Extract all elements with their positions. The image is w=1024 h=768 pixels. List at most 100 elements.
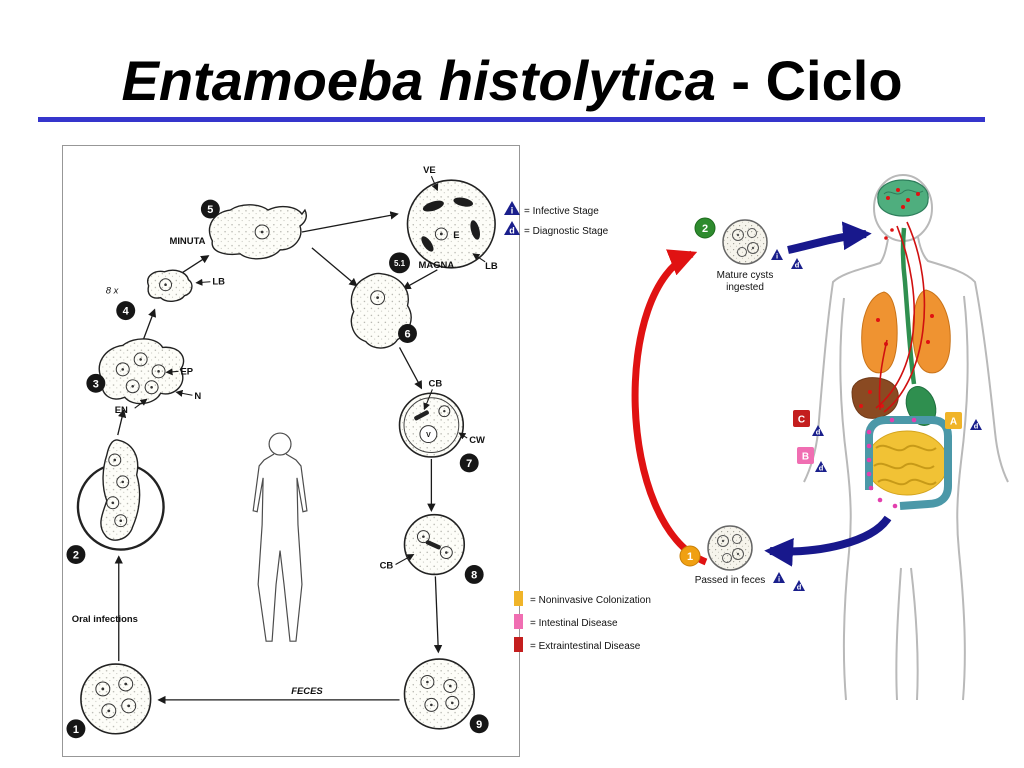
stage-2-i-triangle: i <box>771 249 783 261</box>
stage-2-badge: 2 <box>694 217 716 239</box>
title-suffix: - Ciclo <box>715 49 903 112</box>
svg-text:d: d <box>819 464 824 473</box>
svg-text:5: 5 <box>207 204 213 216</box>
amoeba-speck <box>884 236 888 240</box>
svg-text:A: A <box>950 417 957 428</box>
stage-marker-5: 5 <box>200 199 220 219</box>
stage-9-cyst <box>403 658 475 730</box>
human-body-outline <box>803 174 1009 701</box>
stomach <box>905 386 937 426</box>
legend-extraintestinal: = Extraintestinal Disease <box>514 637 641 652</box>
stage-6-amoeba <box>350 272 412 349</box>
human-figure <box>252 432 308 642</box>
slide-title: Entamoeba histolytica - Ciclo <box>0 48 1024 113</box>
svg-text:4: 4 <box>123 306 130 318</box>
stage-7-cyst: V CB CW <box>398 378 485 458</box>
magna-label: MAGNA <box>419 260 455 271</box>
liver <box>851 377 899 419</box>
stage-5-minuta: MINUTA <box>169 204 307 260</box>
stage-8-cyst: CB <box>380 513 466 576</box>
mature-cysts-line1: Mature cysts <box>717 270 774 281</box>
svg-text:1: 1 <box>687 551 693 563</box>
svg-text:5.1: 5.1 <box>394 259 406 268</box>
n-label: N <box>194 391 201 402</box>
e-label: E <box>453 230 459 241</box>
v-label: V <box>426 432 431 439</box>
stage-marker-1: 1 <box>66 719 86 739</box>
stage-marker-3: 3 <box>86 373 106 393</box>
legend-intestinal: = Intestinal Disease <box>514 614 618 629</box>
svg-text:i: i <box>776 252 778 261</box>
feces-label: FECES <box>291 686 323 697</box>
cw-label: CW <box>469 435 485 446</box>
stage-2-trophozoite <box>76 439 165 551</box>
diagnostic-stage-label: = Diagnostic Stage <box>524 226 609 237</box>
svg-text:B: B <box>802 452 809 463</box>
stage-51-magna: E VE LB MAGNA <box>406 165 498 272</box>
svg-text:d: d <box>797 583 802 592</box>
site-marker-B: B d <box>797 447 827 473</box>
amoeba-speck <box>890 228 894 232</box>
minuta-label: MINUTA <box>169 236 205 247</box>
svg-text:= Intestinal Disease: = Intestinal Disease <box>530 618 618 629</box>
diagnostic-stage-legend-item: d = Diagnostic Stage <box>504 221 609 237</box>
stage-marker-6: 6 <box>398 324 417 343</box>
svg-text:d: d <box>509 226 515 236</box>
cycle-arrow-red <box>631 249 708 566</box>
stage-1-d-triangle: d <box>793 580 805 592</box>
svg-text:d: d <box>795 261 800 270</box>
svg-text:C: C <box>798 415 805 426</box>
stage-1-i-triangle: i <box>773 572 785 584</box>
magnification-label: 8 x <box>106 286 119 297</box>
oral-infections-label: Oral infections <box>72 614 138 625</box>
legend-noninvasive: = Noninvasive Colonization <box>514 591 651 606</box>
en-label: EN <box>115 405 128 416</box>
cycle-arrows <box>114 211 443 705</box>
stage-4-amoeba: 8 x LB <box>106 269 225 302</box>
stage-3-amoeba <box>98 338 185 405</box>
infective-stage-label: = Infective Stage <box>524 206 599 217</box>
svg-text:8: 8 <box>471 569 477 581</box>
infective-triangle-icon <box>504 201 520 215</box>
lb-minuta-label: LB <box>212 277 225 288</box>
svg-text:7: 7 <box>466 458 472 470</box>
stage-3-labels: EP N EN <box>115 366 202 416</box>
infective-stage-legend-item: i = Infective Stage <box>504 201 599 217</box>
svg-text:d: d <box>816 428 821 437</box>
lb-magna-label: LB <box>485 261 498 272</box>
ep-label: EP <box>180 366 193 377</box>
site-marker-C: C d <box>793 410 824 437</box>
esophagus <box>900 227 917 385</box>
svg-text:3: 3 <box>93 378 99 390</box>
svg-text:9: 9 <box>476 719 482 731</box>
passed-in-feces-label: Passed in feces <box>695 575 766 586</box>
ingestion-arrow-blue <box>787 221 872 254</box>
site-marker-A: A d <box>945 412 982 431</box>
stage-2-d-triangle: d <box>791 258 803 270</box>
life-cycle-diagram-bw: 1 2 3 EP N EN 8 x LB <box>62 145 520 757</box>
mature-cysts-line2: ingested <box>726 282 764 293</box>
extraintestinal-spread-lines <box>875 221 926 413</box>
passed-cyst-illustration <box>707 525 753 571</box>
life-cycle-diagram-color: i = Infective Stage d = Diagnostic Stage <box>504 174 1009 701</box>
stage-marker-4: 4 <box>116 301 136 321</box>
title-underline <box>38 117 985 122</box>
ve-label: VE <box>423 165 436 176</box>
colon <box>865 416 952 510</box>
svg-text:6: 6 <box>404 328 410 340</box>
lungs <box>861 289 951 374</box>
svg-text:d: d <box>974 422 979 431</box>
svg-text:1: 1 <box>73 724 79 736</box>
svg-text:= Extraintestinal Disease: = Extraintestinal Disease <box>530 641 641 652</box>
svg-text:2: 2 <box>73 550 79 562</box>
mature-cyst-illustration <box>722 219 768 265</box>
diagnostic-triangle-icon <box>504 221 520 235</box>
stage-1-badge: 1 <box>679 545 701 567</box>
stage-marker-2: 2 <box>66 545 86 565</box>
cb-precyst-label: CB <box>380 560 394 571</box>
stage-1-cyst <box>80 663 152 735</box>
svg-text:2: 2 <box>702 223 708 235</box>
cb-cyst-label: CB <box>429 378 443 389</box>
excretion-arrow-blue <box>764 515 892 567</box>
brain <box>877 179 929 217</box>
